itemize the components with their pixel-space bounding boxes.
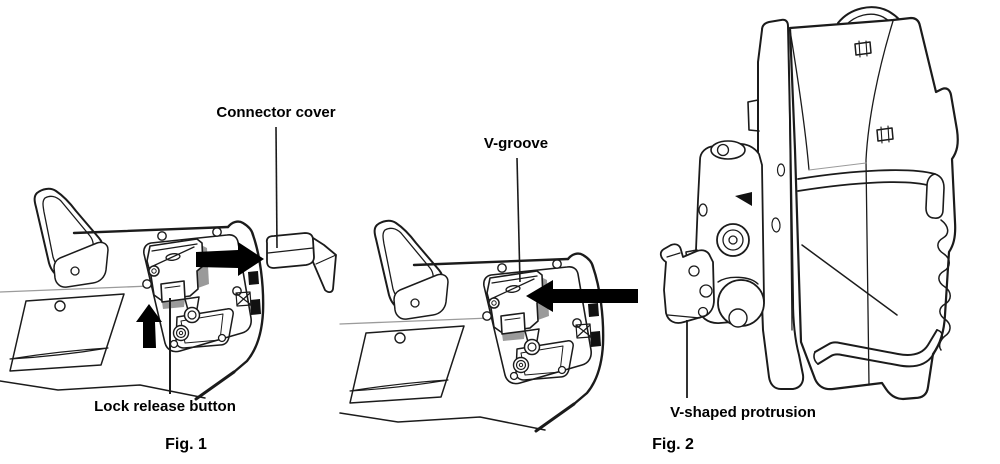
fig2-device-drawing bbox=[338, 219, 605, 433]
fig2-v-groove-leader-line bbox=[516, 157, 521, 283]
fig1-arrow-up-icon bbox=[136, 304, 162, 348]
fig2-v-shaped-protrusion-label: V-shaped protrusion bbox=[670, 404, 816, 421]
fig2-assembly-drawing bbox=[659, 6, 959, 401]
fig2-arrow-left-icon bbox=[526, 280, 638, 312]
fig1-caption: Fig. 1 bbox=[165, 436, 207, 453]
fig1-connector-cover-drawing bbox=[265, 232, 337, 294]
fig1-arrow-right-icon bbox=[196, 242, 264, 276]
fig1-connector-cover-leader-line bbox=[275, 126, 278, 249]
fig1-connector-cover-label: Connector cover bbox=[216, 104, 336, 121]
fig1-lock-release-button-label: Lock release button bbox=[94, 398, 236, 415]
fig2-caption: Fig. 2 bbox=[652, 436, 694, 453]
fig2-v-groove-label: V-groove bbox=[483, 135, 549, 152]
fig1-device-drawing bbox=[0, 187, 265, 401]
